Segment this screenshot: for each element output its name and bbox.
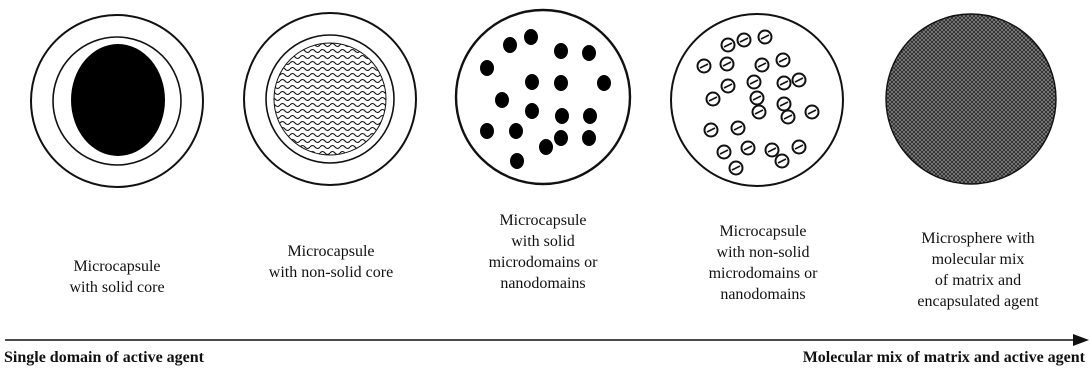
axis-left-label: Single domain of active agent (4, 349, 204, 367)
solid-domain (495, 92, 509, 108)
axis-arrowhead (1073, 334, 1089, 346)
nonsolid-domain (778, 98, 791, 111)
nonsolid-domain (732, 122, 745, 135)
solid-domain (582, 130, 596, 146)
solid-domain (509, 123, 523, 139)
solid-domain (480, 123, 494, 139)
solid-domain (554, 130, 568, 146)
capsule-shell (456, 10, 630, 184)
solid-domain (597, 75, 611, 91)
nonsolid-domain (738, 34, 751, 47)
axis-right-label: Molecular mix of matrix and active agent (803, 349, 1085, 367)
panel-microsphere (886, 14, 1056, 184)
caption-microsphere: Microsphere with molecular mix of matrix… (878, 228, 1078, 312)
solid-domain (524, 29, 538, 45)
solid-domain (582, 45, 596, 61)
microsphere-body (886, 14, 1056, 184)
nonsolid-domain (793, 141, 806, 154)
caption-nonsolid-core: Microcapsule with non-solid core (231, 241, 431, 283)
panel-solid-core (31, 15, 203, 187)
panel-nonsolid-domains (671, 14, 843, 186)
solid-domain (554, 43, 568, 59)
caption-solid-core: Microcapsule with solid core (17, 256, 217, 298)
solid-core (71, 44, 165, 156)
solid-domain (525, 103, 539, 119)
nonsolid-domain (730, 162, 743, 175)
solid-domain (525, 74, 539, 90)
solid-domain (480, 60, 494, 76)
nonsolid-domain (777, 54, 790, 67)
nonsolid-domain (778, 77, 791, 90)
solid-domain (539, 139, 553, 155)
gradient-axis (5, 334, 1089, 346)
nonsolid-domain (707, 93, 720, 106)
caption-solid-domains: Microcapsule with solid microdomains or … (443, 210, 643, 294)
solid-domain (503, 37, 517, 53)
solid-domain (555, 108, 569, 124)
nonsolid-domain (782, 111, 795, 124)
nonsolid-domain (753, 106, 766, 119)
nonsolid-domain (776, 155, 789, 168)
nonsolid-domain (751, 92, 764, 105)
nonsolid-domain (718, 146, 731, 159)
solid-domain (510, 153, 524, 169)
nonsolid-domain (721, 58, 734, 71)
nonsolid-domain (793, 74, 806, 87)
nonsolid-core (274, 43, 386, 155)
solid-domain (583, 108, 597, 124)
caption-nonsolid-domains: Microcapsule with non-solid microdomains… (663, 221, 863, 305)
nonsolid-domain (756, 59, 769, 72)
panel-solid-domains (456, 10, 630, 184)
nonsolid-domain (742, 142, 755, 155)
nonsolid-domain (705, 124, 718, 137)
nonsolid-domain (722, 80, 735, 93)
nonsolid-domain (748, 76, 761, 89)
nonsolid-domain (806, 106, 819, 119)
solid-domain (554, 75, 568, 91)
nonsolid-domain (759, 31, 772, 44)
nonsolid-domain (766, 144, 779, 157)
nonsolid-domain (722, 39, 735, 52)
nonsolid-domain (698, 60, 711, 73)
panel-nonsolid-core (244, 13, 416, 185)
